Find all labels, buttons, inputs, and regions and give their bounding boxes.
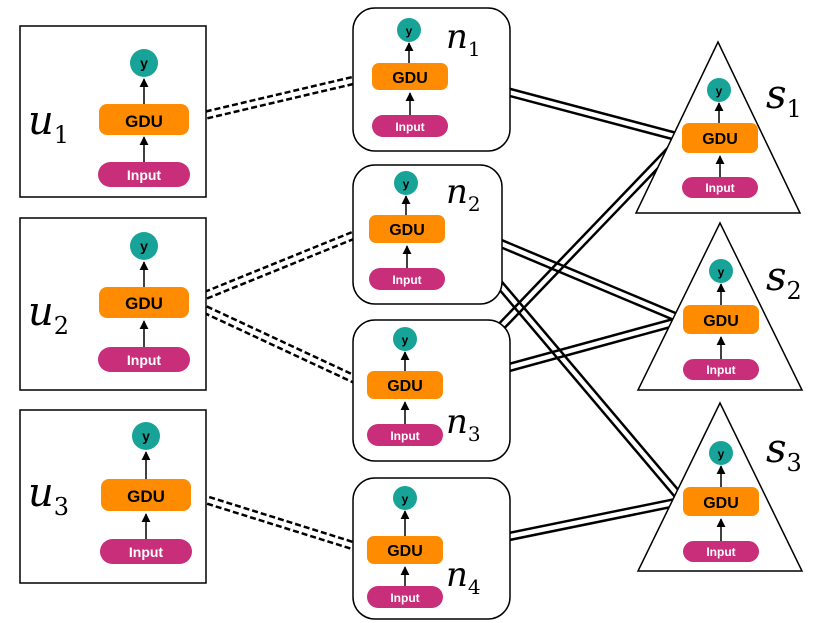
u3-label: u3 (28, 470, 69, 521)
u3-input-node (100, 539, 192, 564)
s2-label: s2 (766, 254, 802, 305)
n1-container: n1 y GDU Input (352, 7, 511, 152)
dashed-edge-u2-n2-line-1 (189, 231, 371, 307)
u1-output-label: y (140, 55, 148, 71)
u3-output-label: y (142, 428, 150, 444)
s1-container: s1 y GDU Input (634, 40, 802, 214)
n3-gdu-node (367, 371, 443, 399)
n3-output-label: y (402, 333, 409, 347)
n4-input-label: Input (390, 591, 419, 605)
u1-label: u1 (28, 98, 69, 149)
s3-output-node (709, 441, 733, 465)
n4-container: n4 y GDU Input (352, 477, 511, 620)
dashed-edge-u2-n3-line-1 (186, 304, 367, 390)
s3-label: s3 (766, 426, 802, 477)
n3-input-node (367, 424, 443, 446)
s1-input-label: Input (705, 181, 734, 195)
n4-input-node (367, 586, 443, 608)
n1-label: n1 (446, 17, 481, 61)
n3-label: n3 (446, 402, 481, 446)
u2-output-label: y (140, 238, 148, 254)
u1-output-node (130, 49, 158, 77)
dashed-edge-u2-n2-line-2 (187, 224, 369, 300)
s1-gdu-node (682, 123, 758, 153)
n1-input-label: Input (395, 120, 424, 134)
dashed-edge-u1-n1-line-1 (189, 78, 374, 124)
n4-label: n4 (446, 555, 481, 599)
u3-output-node (132, 422, 160, 450)
s2-input-node (683, 359, 759, 380)
s2-gdu-label: GDU (703, 313, 739, 330)
s2-gdu-node (683, 305, 759, 334)
n3-container: n3 y GDU Input (352, 319, 511, 462)
n3-gdu-label: GDU (387, 378, 423, 395)
n3-output-node (393, 327, 417, 351)
s2-input-label: Input (706, 363, 735, 377)
u2-input-node (98, 347, 190, 372)
dashed-edge-u1-n1-line-2 (187, 71, 372, 117)
s3-input-label: Input (706, 545, 735, 559)
dashed-edge-u3-n4-line-2 (191, 490, 369, 548)
s2-container: s2 y GDU Input (636, 221, 804, 391)
u1-container: u1 y GDU Input (19, 25, 207, 198)
n2-output-label: y (403, 177, 410, 191)
dashed-edge-u3-n4-line-1 (189, 497, 367, 555)
u2-label: u2 (28, 289, 69, 340)
n2-input-label: Input (392, 273, 421, 287)
s1-gdu-label: GDU (702, 131, 738, 148)
s1-output-label: y (716, 84, 723, 98)
n1-gdu-node (372, 63, 448, 90)
u1-input-node (98, 162, 190, 187)
s3-gdu-label: GDU (703, 495, 739, 512)
n4-output-label: y (402, 492, 409, 506)
n1-output-label: y (406, 24, 413, 38)
n1-output-node (397, 18, 421, 42)
s3-output-label: y (718, 447, 725, 461)
s1-output-node (707, 78, 731, 102)
u2-container: u2 y GDU Input (19, 217, 207, 391)
u1-gdu-node (99, 104, 189, 135)
s2-output-node (709, 259, 733, 283)
n3-input-label: Input (390, 429, 419, 443)
u1-input-label: Input (127, 167, 162, 183)
u3-gdu-label: GDU (127, 487, 165, 506)
s3-input-node (683, 541, 759, 562)
n4-gdu-label: GDU (387, 543, 423, 560)
n2-container: n2 y GDU Input (352, 164, 503, 305)
u3-input-label: Input (129, 544, 164, 560)
n4-output-node (393, 486, 417, 510)
s1-input-node (682, 177, 758, 198)
n1-gdu-label: GDU (392, 70, 428, 87)
s3-gdu-node (683, 487, 759, 516)
u3-container: u3 y GDU Input (19, 409, 207, 584)
n2-label: n2 (446, 172, 481, 216)
n4-gdu-node (367, 536, 443, 564)
n2-input-node (369, 268, 445, 290)
u2-gdu-node (99, 287, 189, 318)
u1-gdu-label: GDU (125, 112, 163, 131)
n2-gdu-node (369, 215, 445, 243)
n1-input-node (372, 115, 448, 137)
u3-gdu-node (101, 479, 191, 511)
n2-gdu-label: GDU (389, 222, 425, 239)
s2-output-label: y (718, 265, 725, 279)
s3-container: s3 y GDU Input (636, 401, 804, 572)
u2-gdu-label: GDU (125, 294, 163, 313)
dashed-edge-u2-n3-line-2 (189, 297, 370, 383)
s1-label: s1 (766, 72, 802, 123)
u2-input-label: Input (127, 352, 162, 368)
u2-output-node (130, 232, 158, 260)
n2-output-node (394, 171, 418, 195)
